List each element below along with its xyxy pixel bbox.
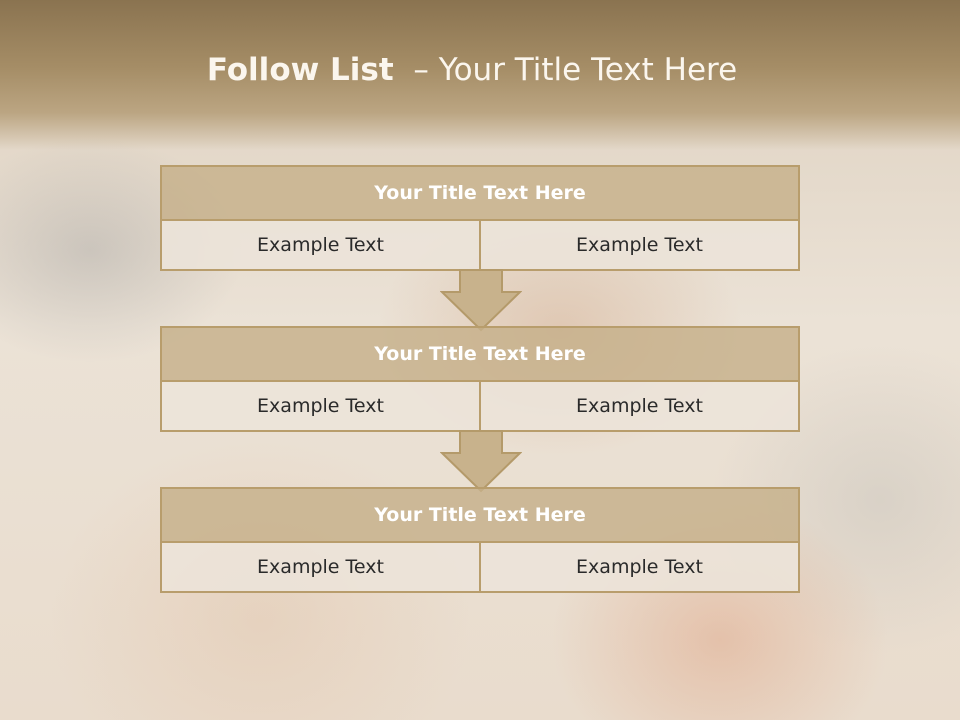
block-title: Your Title Text Here: [160, 326, 800, 382]
block-row: Example Text Example Text: [160, 221, 800, 271]
block-cell-left: Example Text: [160, 543, 481, 593]
down-arrow-icon: [440, 430, 522, 493]
block-cell-left: Example Text: [160, 382, 481, 432]
list-block-1: Your Title Text Here Example Text Exampl…: [160, 165, 800, 271]
slide-title: Follow List – Your Title Text Here: [0, 52, 944, 88]
down-arrow-icon: [440, 269, 522, 332]
block-cell-right: Example Text: [481, 221, 800, 271]
block-title: Your Title Text Here: [160, 487, 800, 543]
block-title: Your Title Text Here: [160, 165, 800, 221]
block-cell-right: Example Text: [481, 543, 800, 593]
block-row: Example Text Example Text: [160, 382, 800, 432]
block-row: Example Text Example Text: [160, 543, 800, 593]
block-cell-right: Example Text: [481, 382, 800, 432]
header-band: [0, 0, 960, 150]
block-cell-left: Example Text: [160, 221, 481, 271]
slide-title-bold: Follow List: [206, 52, 394, 88]
list-block-2: Your Title Text Here Example Text Exampl…: [160, 326, 800, 432]
list-block-3: Your Title Text Here Example Text Exampl…: [160, 487, 800, 593]
slide-title-rest: – Your Title Text Here: [393, 52, 738, 88]
